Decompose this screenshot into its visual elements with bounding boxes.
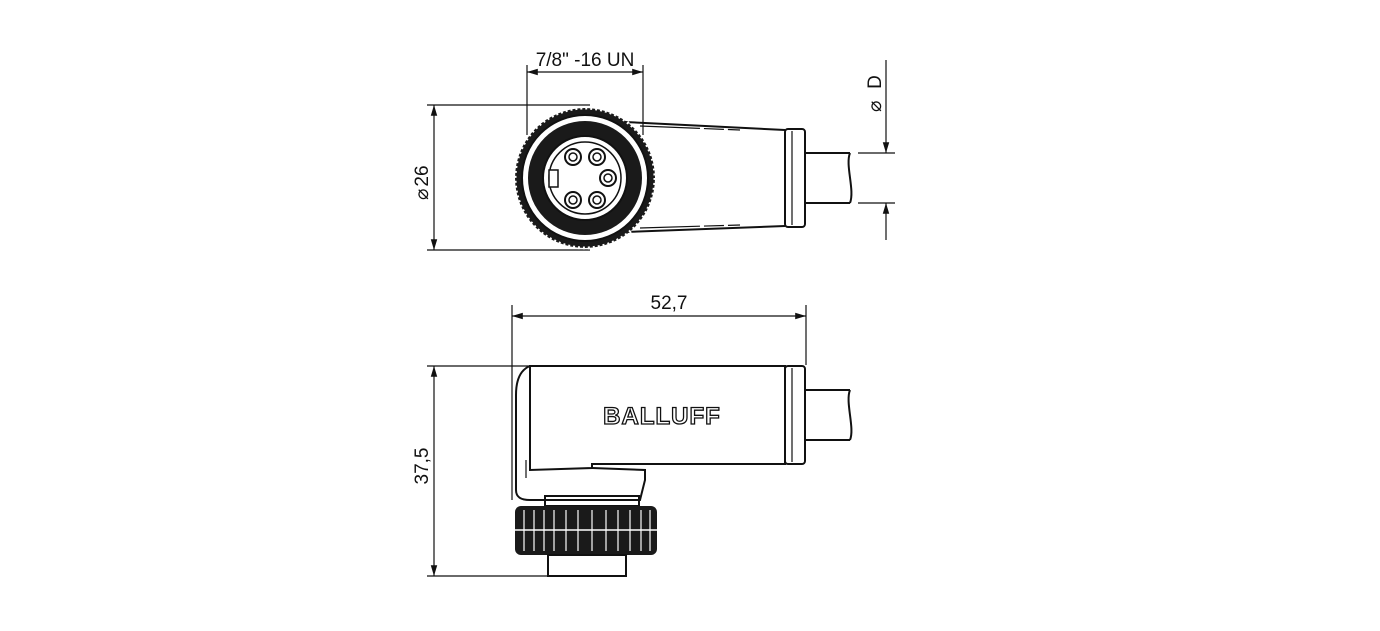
pin-4-core (568, 195, 578, 205)
cable-diameter-label: D (865, 75, 886, 89)
cable-boot (784, 128, 806, 228)
diameter-label: 26 (412, 165, 433, 186)
body-bottom-line (639, 224, 741, 229)
pin-5-core (592, 195, 602, 205)
side-cable-boot (784, 365, 806, 465)
pin-4 (564, 191, 582, 209)
pin-2-core (592, 152, 602, 162)
pin-5 (588, 191, 606, 209)
brand-logo-text: BALLUFF (603, 403, 721, 430)
coupling-nut-knurl (513, 106, 657, 250)
body-top-line (639, 125, 741, 131)
cable-diameter-symbol: ⌀ (865, 101, 886, 112)
side-cable-break (847, 389, 853, 441)
cable-break (847, 152, 853, 204)
pin-3-core (603, 173, 613, 183)
body-bottom-edge (624, 225, 786, 233)
pin-1-core (568, 152, 578, 162)
height-label: 37,5 (412, 448, 433, 485)
diameter-symbol: ⌀ (412, 189, 433, 200)
socket-tip (547, 554, 627, 577)
pin-3 (599, 169, 617, 187)
pin-2 (588, 148, 606, 166)
length-label: 52,7 (651, 293, 688, 314)
top-view: 7/8" -16 UN ⌀ 26 ⌀ D (412, 50, 895, 251)
pin-1 (564, 148, 582, 166)
housing-elbow (515, 365, 646, 501)
thread-label: 7/8" -16 UN (536, 50, 635, 71)
coding-key (548, 169, 559, 188)
side-view: 52,7 37,5 BALLUFF (412, 293, 853, 577)
pin-set (548, 148, 617, 209)
body-top-edge (624, 121, 786, 131)
